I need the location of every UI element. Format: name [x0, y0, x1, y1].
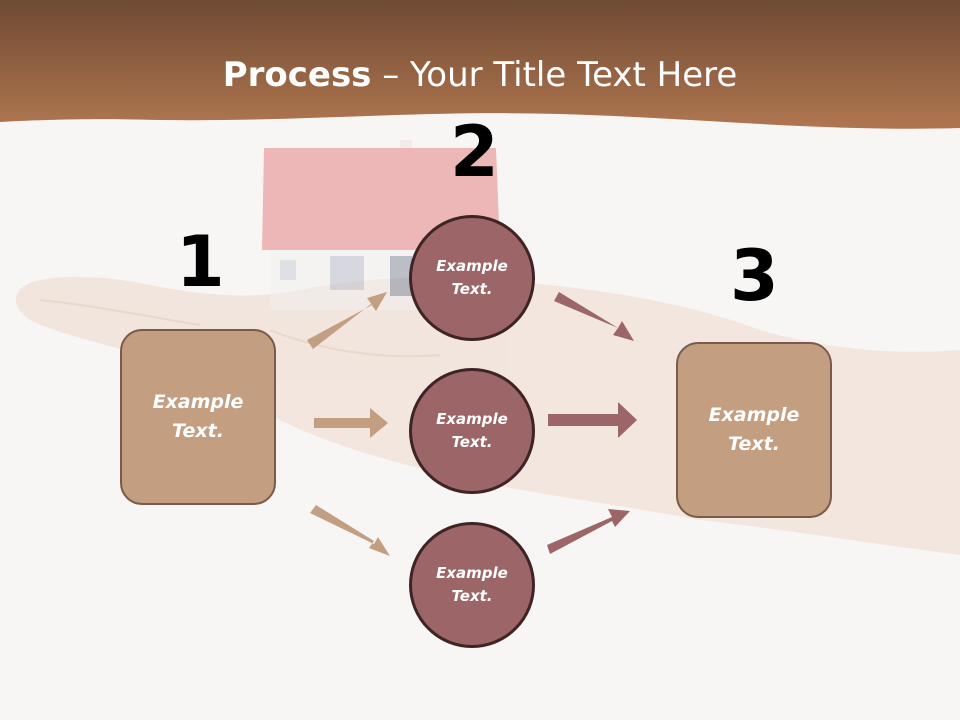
- arrow-to-circle-3: [310, 505, 390, 556]
- step-number-3: 3: [730, 235, 779, 317]
- left-box-line2: Text.: [172, 420, 224, 442]
- page-title: Process – Your Title Text Here: [0, 52, 960, 98]
- circle-1: Example Text.: [409, 215, 535, 341]
- arrow-from-circle-2: [548, 402, 637, 438]
- arrow-to-circle-2: [314, 408, 388, 438]
- right-box-line1: Example: [708, 404, 800, 426]
- outgoing-arrows: [547, 292, 637, 554]
- circle-1-line2: Text.: [451, 280, 493, 298]
- arrow-from-circle-1: [554, 292, 634, 341]
- arrow-from-circle-3: [547, 509, 630, 554]
- step-number-2: 2: [450, 111, 499, 193]
- step-number-1: 1: [176, 221, 225, 303]
- right-box-line2: Text.: [728, 433, 780, 455]
- arrow-to-circle-1: [307, 292, 387, 349]
- circle-3-line1: Example: [436, 564, 508, 582]
- circle-2-line1: Example: [436, 410, 508, 428]
- circle-1-line1: Example: [436, 257, 508, 275]
- left-box-line1: Example: [152, 391, 244, 413]
- title-rest: – Your Title Text Here: [371, 55, 738, 95]
- circle-3-line2: Text.: [451, 587, 493, 605]
- incoming-arrows: [307, 292, 390, 556]
- title-bold: Process: [222, 55, 372, 95]
- right-box: Example Text.: [676, 342, 832, 518]
- left-box: Example Text.: [120, 329, 276, 505]
- circle-2: Example Text.: [409, 368, 535, 494]
- circle-2-line2: Text.: [451, 433, 493, 451]
- circle-3: Example Text.: [409, 522, 535, 648]
